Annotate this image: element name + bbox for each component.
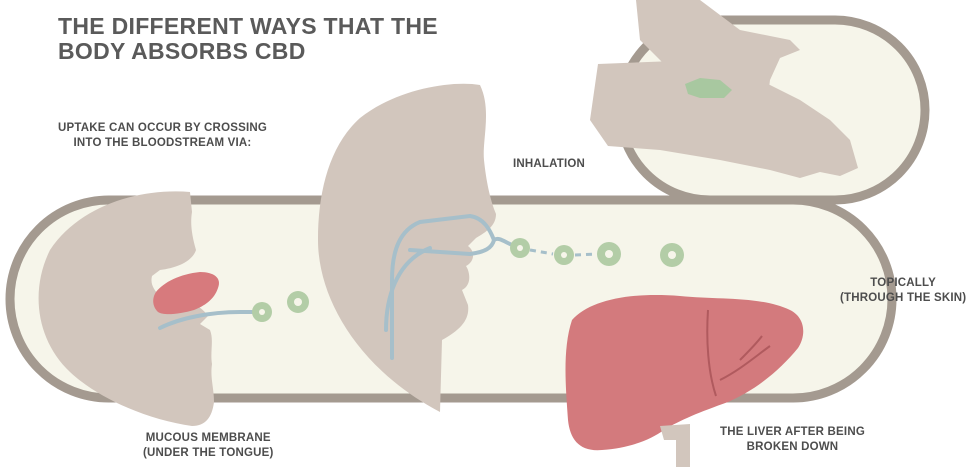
title-line-2: BODY ABSORBS CBD [58,38,306,64]
topical-label: TOPICALLY (THROUGH THE SKIN) [840,276,966,306]
mucous-head-shape [38,191,214,426]
particle [597,242,621,266]
mucous-label: MUCOUS MEMBRANE (UNDER THE TONGUE) [143,431,274,461]
particle [660,243,684,267]
inhalation-label: INHALATION [513,157,585,172]
liver-shape [565,295,804,451]
topical-line-2: (THROUGH THE SKIN) [840,292,967,304]
nasal-vessels [384,213,522,360]
inhalation-particle-trail [529,248,598,257]
arm-shape [590,60,858,178]
uptake-line-2: INTO THE BLOODSTREAM VIA: [73,137,252,149]
liver-label: THE LIVER AFTER BEING BROKEN DOWN [720,425,865,455]
liver-lobe-line [706,309,771,397]
mucous-line-1: MUCOUS MEMBRANE [145,432,271,444]
liver-vessel-stub [660,424,690,467]
mucous-vessel [158,310,264,330]
particle [252,302,272,322]
inhalation-text: INHALATION [513,158,586,170]
cbd-particles [252,238,684,322]
particle [287,291,309,313]
liver-line-2: BROKEN DOWN [746,441,839,453]
tongue-shape [153,272,220,315]
inhalation-head-shape [318,83,496,412]
uptake-label: UPTAKE CAN OCCUR BY CROSSING INTO THE BL… [58,121,267,151]
liver-line-1: THE LIVER AFTER BEING [720,426,865,438]
cream-blob [685,78,732,98]
particle [510,238,530,258]
title-line-1: THE DIFFERENT WAYS THAT THE [58,13,438,39]
particle [554,245,574,265]
mucous-line-2: (UNDER THE TONGUE) [143,447,274,459]
uptake-line-1: UPTAKE CAN OCCUR BY CROSSING [58,122,267,134]
diagram-title: THE DIFFERENT WAYS THAT THE BODY ABSORBS… [58,14,438,64]
topical-line-1: TOPICALLY [870,277,936,289]
hand-shape [636,0,800,98]
